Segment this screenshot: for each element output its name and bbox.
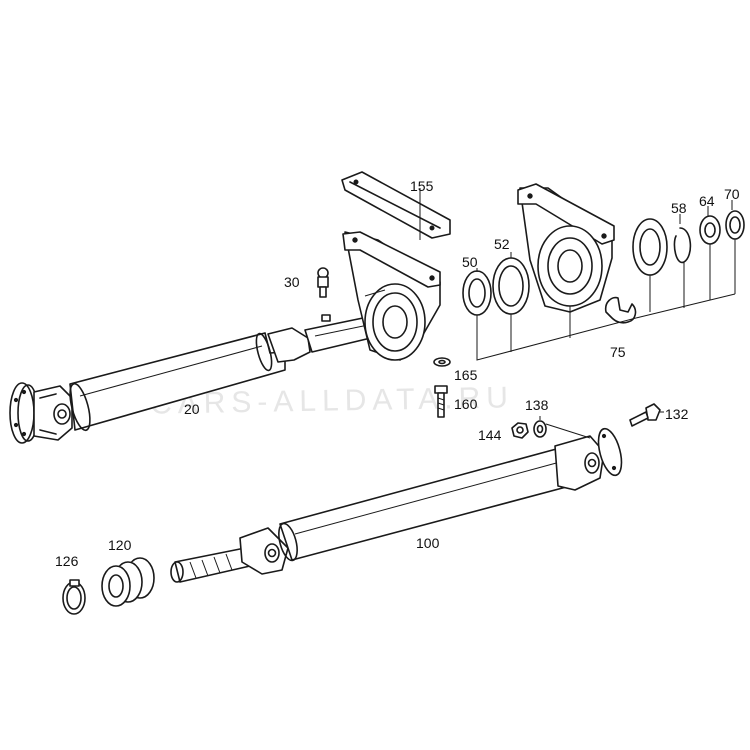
label-120: 120 [108,537,132,553]
label-20: 20 [184,401,200,417]
rubber-boot [101,557,155,607]
label-64: 64 [699,193,715,209]
rubber-ring-50 [462,270,492,316]
label-100: 100 [416,535,440,551]
label-70: 70 [724,186,740,202]
bracket-strap [341,171,451,240]
seal-70 [725,210,745,240]
label-132: 132 [665,406,689,422]
label-30: 30 [284,274,300,290]
callout-lines [419,190,736,361]
label-58: 58 [671,200,687,216]
label-52: 52 [494,236,510,252]
lock-washer [433,357,451,367]
nut-144 [511,422,529,439]
callout-lines-rear [539,411,664,439]
washer-138 [533,420,547,438]
nut-64 [699,215,721,245]
label-165: 165 [454,367,478,383]
bearing-58 [632,218,668,276]
label-126: 126 [55,553,79,569]
support-ring-52 [492,257,530,315]
bolt-160 [434,385,448,418]
label-138: 138 [525,397,549,413]
label-155: 155 [410,178,434,194]
label-50: 50 [462,254,478,270]
grease-nipple [317,267,329,298]
hose-clamp [62,579,86,615]
rear-driveshaft [170,427,623,583]
bolt-132 [629,403,661,427]
circlip-64 [673,227,692,264]
wrench-icon [604,296,637,324]
part-labels: 155 30 50 52 58 64 70 75 165 160 20 138 … [55,178,740,569]
label-160: 160 [454,396,478,412]
label-75: 75 [610,344,626,360]
center-bearing-bracket [517,183,615,313]
label-144: 144 [478,427,502,443]
front-driveshaft [9,231,441,444]
